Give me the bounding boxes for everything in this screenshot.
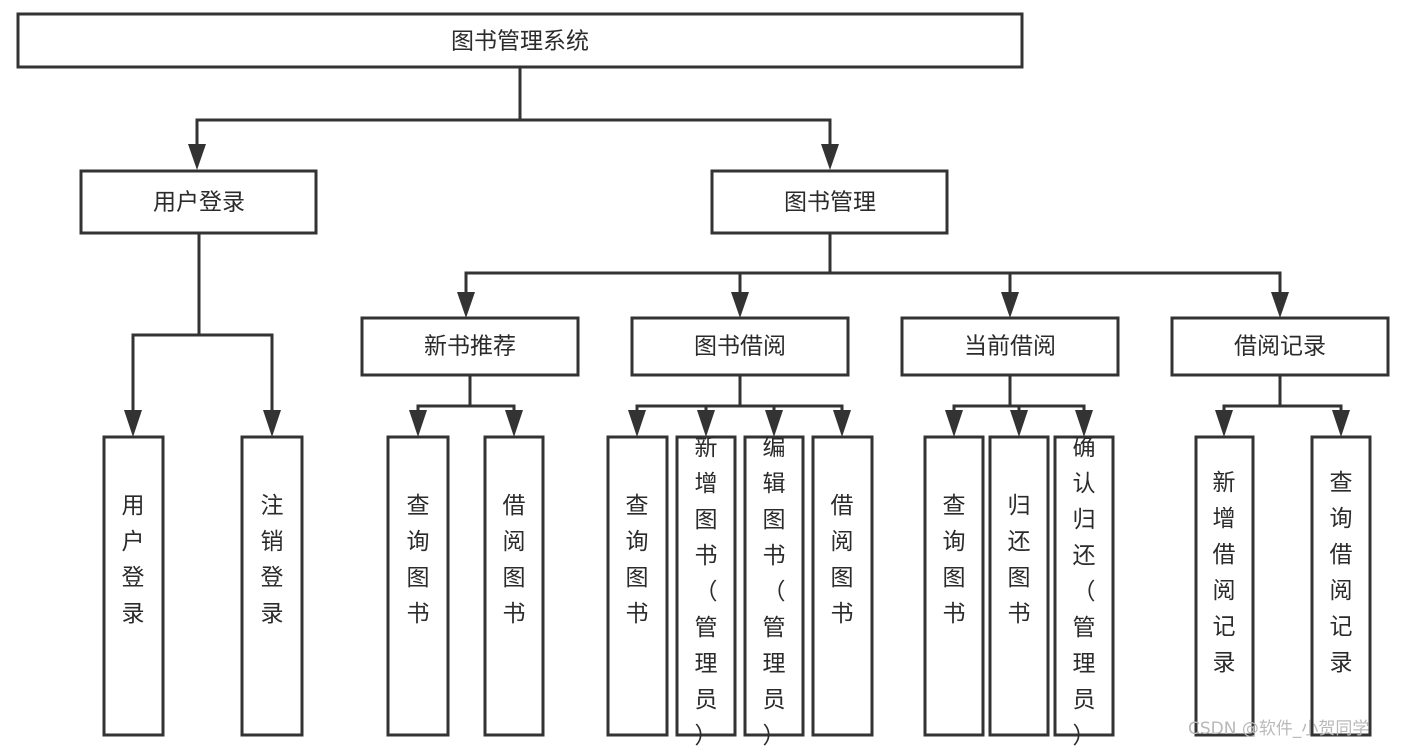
arrow-head-icon	[1010, 410, 1028, 437]
leaf-box[interactable]	[743, 435, 805, 737]
node-book-manage[interactable]: 图书管理	[710, 169, 949, 235]
arrow-head-icon	[731, 292, 749, 318]
arrow-head-icon	[409, 410, 427, 437]
leaf-box[interactable]	[102, 435, 165, 737]
node-borrow-record-box[interactable]	[1170, 316, 1390, 377]
node-new-book-recommend[interactable]: 新书推荐	[360, 316, 580, 377]
arrow-head-icon	[1215, 410, 1233, 437]
node-new-book-recommend-label: 新书推荐	[424, 334, 516, 360]
node-book-borrow[interactable]: 图书借阅	[630, 316, 850, 377]
leaf-box[interactable]	[923, 435, 985, 737]
leaf-label: 确认归还（管理员）	[1073, 435, 1096, 747]
leaf-box[interactable]	[483, 435, 545, 737]
node-book-borrow-box[interactable]	[630, 316, 850, 377]
arrow-head-icon	[1075, 410, 1093, 437]
leaf-label: 查询借阅记录	[1330, 470, 1353, 676]
node-borrow-record[interactable]: 借阅记录	[1170, 316, 1390, 377]
node-user-login-box[interactable]	[79, 169, 318, 235]
connector-group-borrow-record	[1215, 373, 1350, 437]
leaf-label: 查询图书	[943, 493, 966, 627]
leaf-label: 借阅图书	[503, 493, 526, 627]
leaf-node[interactable]: 借阅图书	[811, 435, 874, 737]
leaf-box[interactable]	[811, 435, 874, 737]
leaf-box[interactable]	[675, 435, 737, 737]
leaf-label: 编辑图书（管理员）	[763, 435, 786, 747]
leaf-box[interactable]	[386, 435, 450, 737]
arrow-head-icon	[124, 410, 142, 437]
leaf-box[interactable]	[1194, 435, 1255, 737]
leaf-box[interactable]	[606, 435, 669, 737]
arrow-head-icon	[1271, 292, 1289, 318]
leaf-node[interactable]: 查询借阅记录	[1310, 435, 1372, 737]
leaf-node[interactable]: 新增图书（管理员）	[675, 435, 737, 747]
leaf-node[interactable]: 借阅图书	[483, 435, 545, 737]
connector-group-root	[188, 65, 839, 170]
leaf-label: 查询图书	[407, 493, 430, 627]
connector-group-new-book	[409, 373, 523, 437]
leaf-label: 归还图书	[1008, 493, 1031, 627]
node-user-login-label: 用户登录	[153, 190, 245, 216]
leaf-node[interactable]: 查询图书	[606, 435, 669, 737]
leaf-box[interactable]	[1053, 435, 1115, 737]
leaf-label: 新增图书（管理员）	[695, 435, 718, 747]
leaf-label: 新增借阅记录	[1213, 470, 1236, 676]
node-current-borrow-box[interactable]	[900, 316, 1120, 377]
leaf-node[interactable]: 用户登录	[102, 435, 165, 737]
node-book-manage-box[interactable]	[710, 169, 949, 235]
node-user-login[interactable]: 用户登录	[79, 169, 318, 235]
arrow-head-icon	[263, 410, 281, 437]
leaf-node[interactable]: 编辑图书（管理员）	[743, 435, 805, 747]
leaf-node[interactable]: 查询图书	[923, 435, 985, 737]
connector-group-user-login	[124, 231, 281, 437]
leaf-label: 查询图书	[626, 493, 649, 627]
arrow-head-icon	[765, 410, 783, 437]
node-root[interactable]: 图书管理系统	[16, 12, 1024, 69]
leaf-label: 借阅图书	[831, 493, 854, 627]
arrow-head-icon	[821, 144, 839, 170]
arrow-head-icon	[945, 410, 963, 437]
connector-group-current-borrow	[945, 373, 1093, 437]
node-book-borrow-label: 图书借阅	[694, 334, 786, 360]
leaf-label: 用户登录	[122, 493, 145, 627]
arrow-head-icon	[833, 410, 851, 437]
arrow-head-icon	[697, 410, 715, 437]
arrow-head-icon	[628, 410, 646, 437]
arrow-head-icon	[1001, 292, 1019, 318]
leaf-node[interactable]: 确认归还（管理员）	[1053, 435, 1115, 747]
leaf-box[interactable]	[988, 435, 1050, 737]
connector-group-book-borrow	[628, 373, 851, 437]
node-borrow-record-label: 借阅记录	[1234, 334, 1326, 360]
node-new-book-recommend-box[interactable]	[360, 316, 580, 377]
leaf-node[interactable]: 注销登录	[240, 435, 304, 737]
connector-group-book-manage	[457, 231, 1289, 318]
arrow-head-icon	[1332, 410, 1350, 437]
leaf-box[interactable]	[240, 435, 304, 737]
arrow-head-icon	[188, 144, 206, 170]
node-root-box[interactable]	[16, 12, 1024, 69]
leaf-node[interactable]: 归还图书	[988, 435, 1050, 737]
arrow-head-icon	[457, 292, 475, 318]
node-current-borrow-label: 当前借阅	[964, 334, 1056, 360]
node-root-label: 图书管理系统	[451, 29, 589, 55]
leaf-label: 注销登录	[261, 493, 284, 627]
node-book-manage-label: 图书管理	[784, 190, 876, 216]
arrow-head-icon	[505, 410, 523, 437]
leaf-node[interactable]: 查询图书	[386, 435, 450, 737]
leaf-node[interactable]: 新增借阅记录	[1194, 435, 1255, 737]
leaf-box[interactable]	[1310, 435, 1372, 737]
node-current-borrow[interactable]: 当前借阅	[900, 316, 1120, 377]
